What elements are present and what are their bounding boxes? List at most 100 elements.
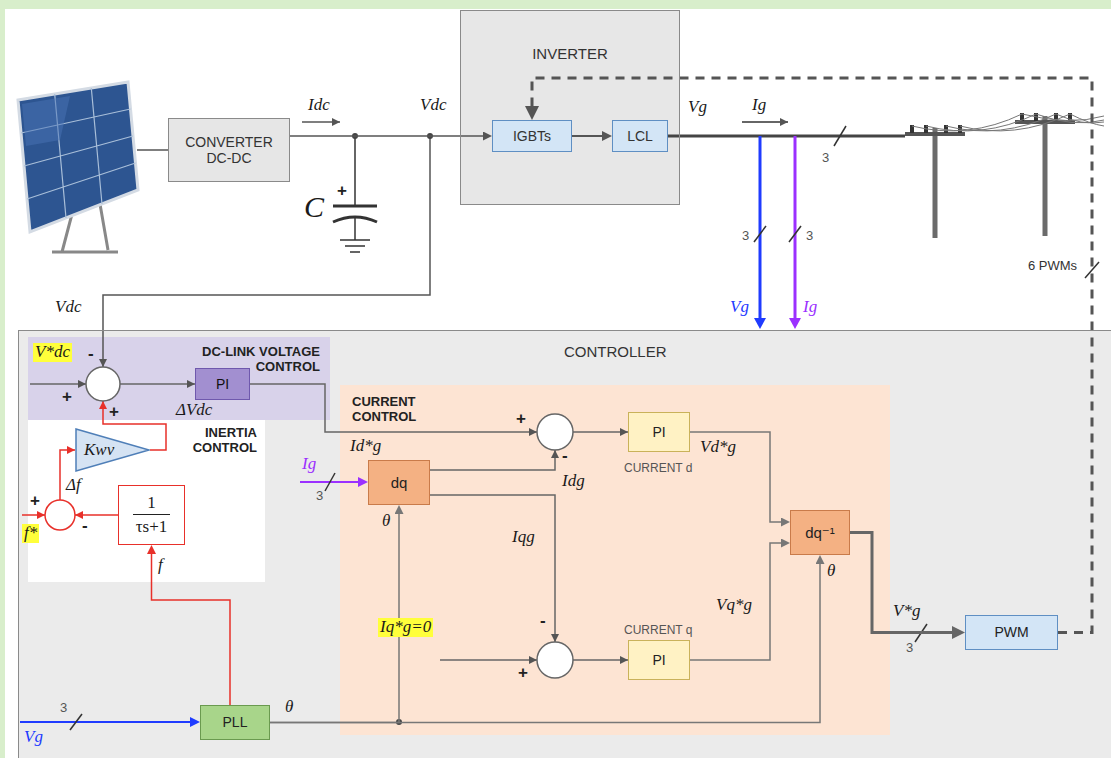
panel-fill: [18, 330, 1111, 758]
power-poles: [960, 114, 1104, 131]
angle-wire: [270, 564, 820, 723]
measurement-arrow: [759, 136, 762, 318]
angle-symbol: θ: [382, 512, 390, 531]
block-caption: CURRENT q: [624, 624, 692, 637]
box-text: PI: [216, 376, 229, 392]
label-holder: 6 PWMs: [1028, 256, 1077, 274]
label-holder: +: [62, 388, 72, 407]
label-holder: 3: [742, 226, 749, 244]
signal-symbol: V*g: [893, 602, 920, 621]
signal-wire: [430, 450, 555, 470]
label-holder: -: [540, 612, 546, 631]
measurement-arrow: [20, 136, 801, 727]
triangle-shape: [76, 429, 149, 471]
voltage-symbol: Vdc: [55, 298, 81, 317]
polarity-sign: +: [337, 182, 347, 201]
label-holder: Ig: [302, 455, 316, 474]
label-holder: Vq*g: [716, 596, 752, 615]
phase-count: 3: [742, 229, 749, 243]
capacitor-symbol: [333, 136, 377, 252]
box-text: CONVERTER DC-DC: [175, 134, 283, 166]
grid-wire: [742, 121, 788, 123]
label-holder: 3: [806, 226, 813, 244]
panel-title: INVERTER: [532, 45, 608, 62]
current-symbol: Ig: [803, 298, 817, 317]
pi-controller: PI: [628, 412, 690, 452]
panel-title: CONTROLLER: [564, 343, 667, 360]
transfer-function-box: 1τs+1: [118, 485, 185, 545]
bus-slash: [70, 714, 82, 730]
label-holder: 3: [906, 638, 913, 656]
summing-junction: [45, 500, 75, 530]
power-poles: [946, 114, 1104, 131]
sum-sign: +: [516, 410, 526, 429]
current-control-panel: CURRENT CONTROLdqPIPIdq⁻¹: [340, 385, 890, 735]
capacitor-symbol: [333, 205, 377, 208]
sum-sign: +: [518, 664, 528, 683]
voltage-symbol: Vg: [24, 728, 43, 747]
bus-slash: [834, 126, 846, 146]
label-holder: +: [109, 403, 119, 422]
box-text: PWM: [994, 624, 1028, 640]
label-holder: θ: [827, 562, 835, 581]
panel-fill: [28, 337, 330, 420]
inertia-wire: [22, 514, 45, 516]
voltage-reference-bus: [850, 533, 952, 633]
measurement-arrow: [754, 318, 766, 329]
lcl-filter-box: LCL: [612, 120, 668, 152]
signal-wire: [690, 432, 781, 522]
power-poles: [933, 128, 938, 238]
angle-symbol: θ: [285, 698, 293, 717]
signal-wire: [30, 383, 86, 385]
sum-sign: -: [88, 345, 94, 364]
power-poles: [1043, 116, 1048, 236]
capacitor-symbol: [354, 217, 356, 240]
box-text: τs+1: [136, 515, 168, 537]
signal-symbol: Vd*g: [700, 438, 736, 457]
signal-symbol: Id*g: [350, 437, 381, 456]
setpoint-symbol: Iq*g=0: [378, 618, 433, 637]
voltage-symbol: Vdc: [420, 96, 446, 115]
sum-sign: +: [62, 388, 72, 407]
label-holder: Δf: [66, 476, 81, 495]
phase-count: 3: [316, 489, 323, 503]
signal-symbol: Idg: [562, 472, 585, 491]
capacitor-label: C: [304, 190, 324, 223]
current-symbol: Ig: [302, 455, 316, 474]
box-text: LCL: [627, 128, 653, 144]
box-text: Kwv: [84, 440, 114, 460]
bus-slash: [789, 226, 801, 242]
phase-count: 3: [822, 151, 829, 165]
grid-wire: [668, 122, 905, 136]
signal-wire: [430, 495, 555, 642]
dc-link-wire: [290, 135, 483, 137]
inertia-panel: INERTIA CONTROLKwv1τs+1: [28, 420, 265, 582]
label-holder: θ: [285, 698, 293, 717]
label-holder: Vd*g: [700, 438, 736, 457]
label-holder: Ig: [752, 96, 766, 115]
label-holder: Iq*g=0: [378, 618, 433, 637]
label-holder: Id*g: [350, 437, 381, 456]
power-poles: [912, 114, 1104, 131]
controller-band: CONTROLLERDC-LINK VOLTAGE CONTROLPIINERT…: [18, 330, 1111, 758]
inertia-wire: [75, 514, 118, 516]
label-holder: Vdc: [420, 96, 446, 115]
current-symbol: Idc: [308, 96, 330, 115]
box-text: dq⁻¹: [805, 524, 835, 541]
signal-wire: [690, 543, 781, 660]
signal-symbol: Iqg: [512, 528, 535, 547]
inverter-block: INVERTERIGBTsLCL: [460, 10, 680, 205]
power-wire: [572, 135, 602, 137]
label-holder: Vg: [688, 98, 707, 117]
label-holder: Idg: [562, 472, 585, 491]
label-holder: C: [304, 190, 324, 223]
panel-fill: [28, 420, 265, 582]
box-text: 1: [133, 493, 170, 515]
solar-panel: [18, 82, 138, 252]
label-holder: V*dc: [33, 343, 72, 362]
pll-box: PLL: [200, 705, 270, 740]
phase-count: 3: [906, 641, 913, 655]
panel-title: CURRENT CONTROL: [352, 395, 432, 425]
label-holder: Ig: [803, 298, 817, 317]
